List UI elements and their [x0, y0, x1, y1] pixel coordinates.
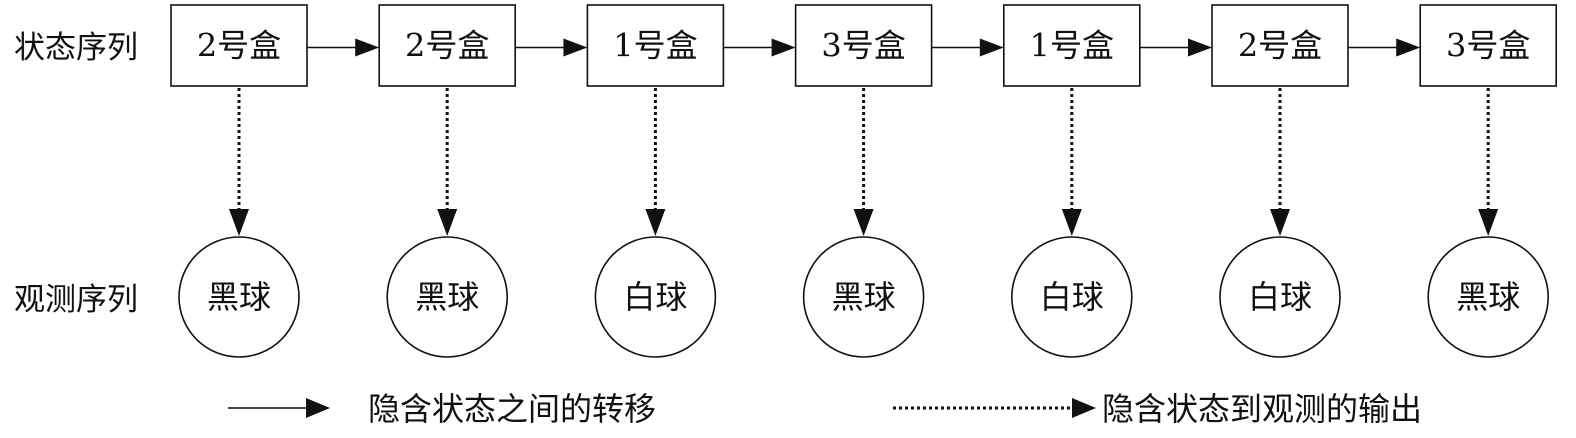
emission-arrow: [1270, 88, 1290, 236]
transition-arrowhead: [979, 38, 1004, 57]
legend-solid-arrowhead: [306, 398, 330, 418]
observation-node: 白球: [1011, 236, 1133, 358]
state-label: 2号盒: [1238, 27, 1322, 65]
observation-label: 白球: [623, 278, 687, 316]
state-node: 1号盒: [586, 4, 725, 87]
observation-node: 黑球: [802, 236, 925, 358]
observation-node: 黑球: [386, 236, 509, 358]
state-label: 3号盒: [1446, 27, 1530, 65]
state-node: 2号盒: [378, 4, 517, 87]
legend-emission-label: 隐含状态到观测的输出: [1102, 390, 1422, 428]
observation-sequence-label: 观测序列: [14, 282, 138, 318]
state-sequence: 2号盒 2号盒 1号盒 3号盒 1号盒 2号盒 3号盒: [170, 4, 1557, 87]
transition-arrowhead: [563, 38, 588, 57]
transition-arrowhead: [355, 38, 380, 57]
transition-arrowhead: [1396, 38, 1421, 57]
state-emissions: [229, 88, 1499, 236]
state-box: [1419, 4, 1557, 87]
emission-arrowhead: [1478, 209, 1499, 236]
state-label: 1号盒: [613, 27, 697, 65]
emission-arrow: [853, 88, 874, 236]
observation-label: 白球: [1248, 278, 1312, 316]
state-node: 3号盒: [1419, 4, 1557, 87]
observation-sequence: 黑球 黑球 白球 黑球 白球 白球 黑球: [178, 236, 1549, 358]
emission-arrow: [437, 88, 458, 236]
state-box: [1211, 4, 1349, 87]
emission-arrowhead: [645, 209, 666, 236]
observation-label: 黑球: [832, 278, 896, 316]
transition-arrow: [1139, 38, 1212, 57]
state-label: 2号盒: [405, 27, 489, 65]
transition-arrow: [1348, 38, 1421, 57]
state-box: [1002, 4, 1141, 87]
observation-node: 白球: [1219, 236, 1341, 358]
observation-circle: [1427, 236, 1549, 358]
transition-arrowhead: [1188, 38, 1212, 57]
emission-arrow: [1061, 88, 1082, 236]
transition-arrow: [723, 38, 796, 57]
observation-circle: [386, 236, 509, 358]
state-box: [794, 4, 933, 87]
emission-arrow: [645, 88, 666, 236]
emission-arrowhead: [1061, 209, 1082, 236]
observation-circle: [594, 236, 717, 358]
observation-circle: [1011, 236, 1133, 358]
observation-circle: [178, 236, 300, 358]
state-box: [170, 4, 308, 87]
emission-arrow: [1478, 88, 1499, 236]
observation-circle: [1219, 236, 1341, 358]
emission-arrow: [229, 88, 249, 236]
state-box: [378, 4, 517, 87]
transition-arrow: [931, 38, 1004, 57]
transition-arrowhead: [771, 38, 796, 57]
state-node: 1号盒: [1002, 4, 1141, 87]
state-label: 2号盒: [197, 27, 281, 65]
emission-arrowhead: [1270, 209, 1290, 236]
observation-circle: [802, 236, 925, 358]
emission-arrowhead: [437, 209, 458, 236]
emission-arrowhead: [229, 209, 249, 236]
state-node: 3号盒: [794, 4, 933, 87]
state-node: 2号盒: [170, 4, 308, 87]
emission-arrowhead: [853, 209, 874, 236]
legend-transition-label: 隐含状态之间的转移: [368, 390, 656, 428]
observation-node: 白球: [594, 236, 717, 358]
state-box: [586, 4, 725, 87]
transition-arrow: [307, 38, 380, 57]
observation-node: 黑球: [1427, 236, 1549, 358]
observation-node: 黑球: [178, 236, 300, 358]
observation-label: 黑球: [1456, 278, 1520, 316]
observation-label: 白球: [1040, 278, 1104, 316]
observation-label: 黑球: [415, 278, 479, 316]
legend: 隐含状态之间的转移 隐含状态到观测的输出: [228, 390, 1422, 428]
state-node: 2号盒: [1211, 4, 1349, 87]
transition-arrow: [515, 38, 588, 57]
state-label: 1号盒: [1030, 27, 1114, 65]
legend-dashed-arrowhead: [1072, 398, 1096, 418]
state-label: 3号盒: [821, 27, 905, 65]
state-transitions: [307, 38, 1421, 57]
observation-label: 黑球: [207, 278, 271, 316]
state-sequence-label: 状态序列: [14, 30, 138, 66]
